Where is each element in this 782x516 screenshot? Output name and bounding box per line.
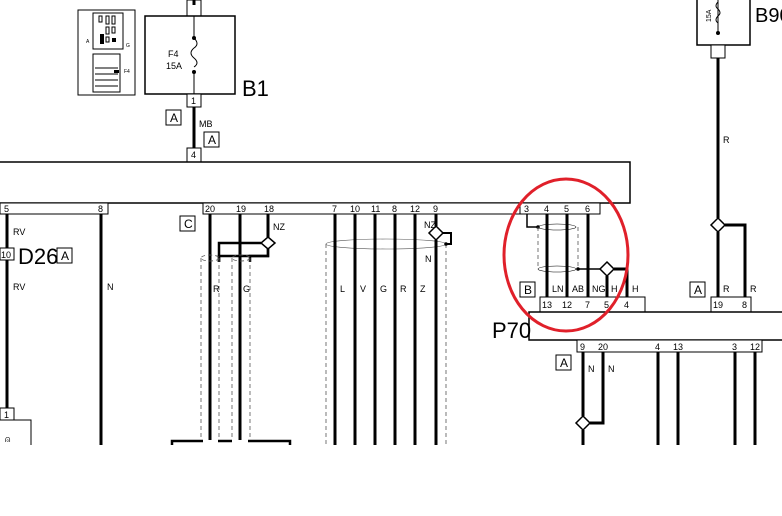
pin-label: 7: [585, 300, 590, 310]
pin-label: 12: [562, 300, 572, 310]
connector-ref: A: [208, 133, 216, 147]
pin-label: 3: [524, 204, 529, 214]
wire-label: R: [213, 284, 220, 294]
connector-ref: B: [524, 283, 532, 297]
p70-label: P70: [492, 318, 531, 343]
wire-label: G: [243, 284, 250, 294]
wire-label: AB: [572, 284, 584, 294]
pin-label: 12: [750, 342, 760, 352]
p70-body: [528, 311, 782, 341]
pin-label: 4: [655, 342, 660, 352]
wire-label: R: [723, 284, 730, 294]
svg-text:11: 11: [371, 204, 380, 214]
wire-label: R: [400, 284, 407, 294]
pin-label: 9: [580, 342, 585, 352]
wire-label: NG: [592, 284, 606, 294]
pin-label: 19: [713, 300, 723, 310]
module-body: [0, 161, 631, 204]
fuse-box-inset: A G F4: [77, 9, 136, 96]
connector-ref: A: [560, 356, 568, 370]
connector-ref: A: [170, 111, 178, 125]
connector-ref: A: [694, 283, 702, 297]
wire-label: LN: [552, 284, 564, 294]
pin-label: 10: [1, 250, 11, 260]
pin-label: 8: [98, 204, 103, 214]
wire-label: NZ: [273, 222, 285, 232]
inset-label-a: A: [86, 39, 90, 45]
highlight-circle: [502, 177, 630, 333]
fuse-rating: 15A: [706, 9, 713, 22]
wire-label: NZ: [424, 220, 436, 230]
lower-component: [0, 419, 32, 445]
wire-label: V: [360, 284, 366, 294]
wire-label: L: [340, 284, 345, 294]
svg-text:10: 10: [350, 204, 360, 214]
pin-label: 5: [604, 300, 609, 310]
inset-label-g: G: [126, 43, 130, 49]
wire-label: RV: [13, 227, 25, 237]
wire-label: R: [750, 284, 757, 294]
fuse-rating: 15A: [166, 61, 182, 71]
pin-label: 5: [4, 204, 9, 214]
fuse-label: F4: [168, 49, 179, 59]
d26-label: D26: [18, 244, 58, 269]
pin-label: 4: [624, 300, 629, 310]
pin-label: 5: [564, 204, 569, 214]
wire-label: RV: [13, 282, 25, 292]
pin-label: 13: [673, 342, 683, 352]
wire-label: H: [611, 284, 618, 294]
wire-label: N: [588, 364, 595, 374]
svg-text:19: 19: [236, 204, 246, 214]
svg-text:20: 20: [205, 204, 215, 214]
svg-text:9: 9: [433, 204, 438, 214]
inset-label-f4: F4: [124, 69, 130, 75]
fuse-box-b1: F4 15A B1 1: [144, 0, 269, 108]
pin-label: 1: [4, 410, 9, 420]
svg-text:8: 8: [392, 204, 397, 214]
fuse-box-b90: 15A B90: [696, 0, 782, 59]
pin-label: 13: [542, 300, 552, 310]
svg-text:18: 18: [264, 204, 274, 214]
wire-label: MB: [199, 119, 213, 129]
connector-ref: C: [184, 217, 193, 231]
wire-label: N: [425, 254, 432, 264]
pin-label: 8: [742, 300, 747, 310]
pin-label: 6: [585, 204, 590, 214]
pin-label: 4: [544, 204, 549, 214]
wire-label: N: [107, 282, 114, 292]
svg-text:⍝: ⍝: [5, 434, 10, 444]
wire-label: Z: [420, 284, 426, 294]
b1-label: B1: [242, 76, 269, 101]
wire-label: H: [632, 284, 639, 294]
wire-label: R: [723, 135, 730, 145]
svg-text:7: 7: [332, 204, 337, 214]
svg-text:12: 12: [410, 204, 420, 214]
pin-label: 4: [191, 150, 196, 160]
pin-label: 20: [598, 342, 608, 352]
pin-label: 1: [191, 96, 196, 106]
b90-label: B90: [755, 5, 782, 27]
wire-label: G: [380, 284, 387, 294]
wire-label: N: [608, 364, 615, 374]
connector-ref: A: [61, 249, 69, 263]
pin-label: 3: [732, 342, 737, 352]
connector-c-pins: 20 19 18 7 10 11 8 12 9: [205, 204, 438, 214]
